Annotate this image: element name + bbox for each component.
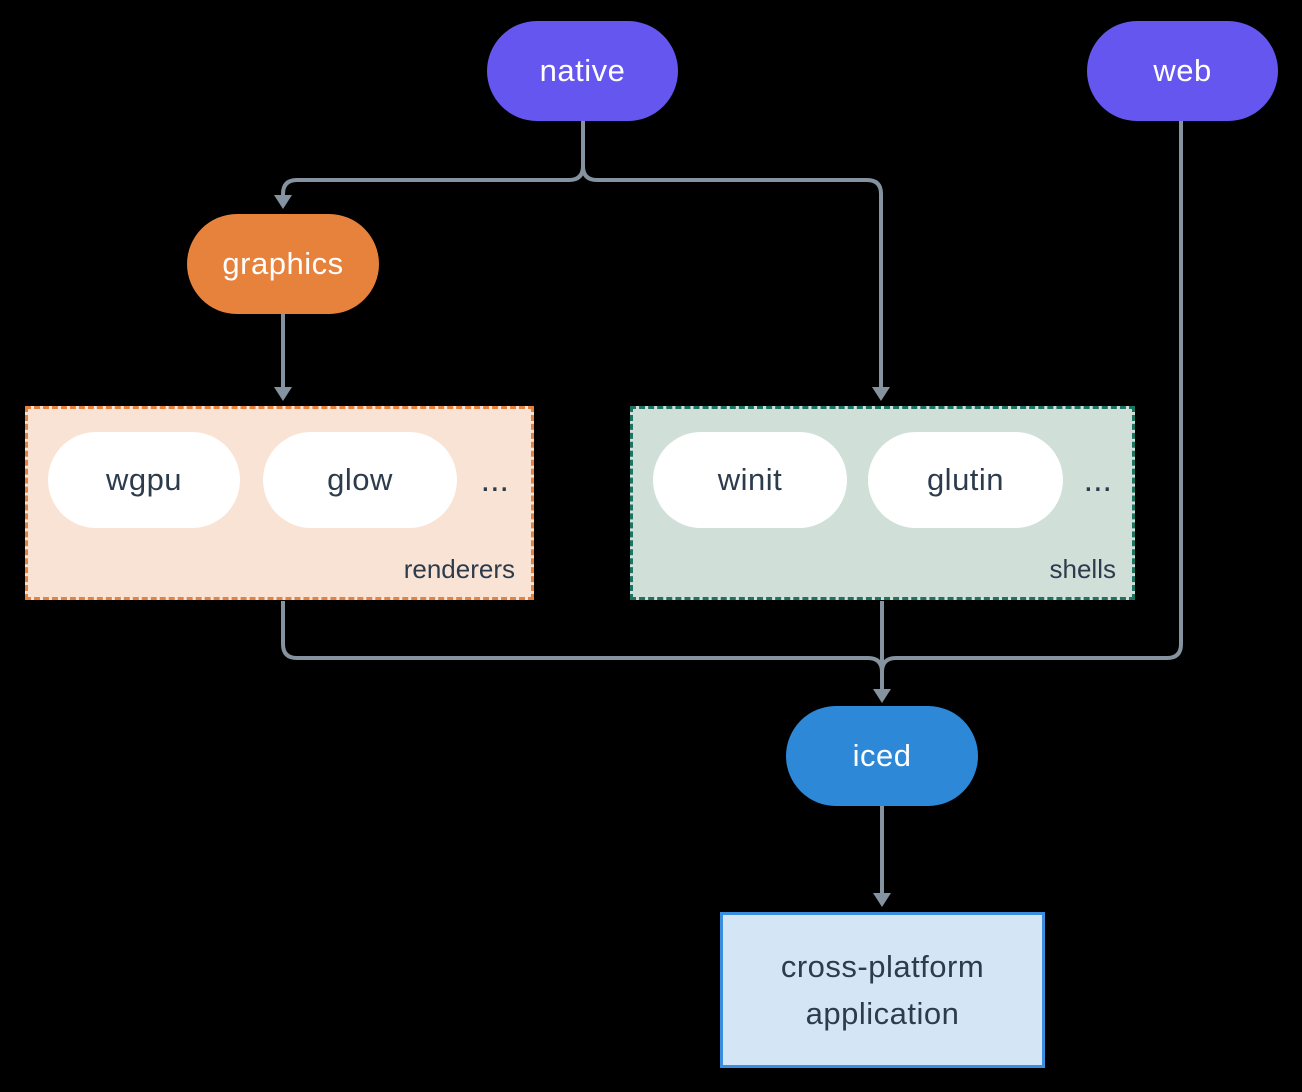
node-native-label: native (539, 53, 626, 88)
pill-winit: winit (653, 432, 847, 528)
edge-native-shells (581, 121, 883, 388)
pill-wgpu: wgpu (48, 432, 240, 528)
arrowhead-graphics (274, 195, 292, 209)
arrowhead-iced (873, 689, 891, 703)
pill-glow: glow (263, 432, 457, 528)
arrowhead-renderers (274, 387, 292, 401)
group-shells: winit glutin ... shells (630, 406, 1135, 600)
node-graphics: graphics (187, 214, 379, 314)
renderers-ellipsis: ... (480, 461, 509, 499)
node-web-label: web (1153, 53, 1212, 88)
arrowhead-shells (872, 387, 890, 401)
shells-caption: shells (1049, 554, 1116, 584)
pill-winit-label: winit (717, 462, 783, 497)
shells-ellipsis: ... (1083, 461, 1112, 499)
edge-renderers-iced (281, 601, 884, 673)
pill-glutin: glutin (868, 432, 1063, 528)
node-graphics-label: graphics (222, 246, 344, 281)
pill-glutin-label: glutin (926, 462, 1005, 497)
node-native: native (487, 21, 678, 121)
application-label-line1: cross-platform (780, 949, 985, 984)
node-web: web (1087, 21, 1278, 121)
node-iced-label: iced (852, 738, 912, 773)
arrowhead-application (873, 893, 891, 907)
pill-glow-label: glow (327, 462, 393, 497)
node-application: cross-platform application (720, 912, 1045, 1068)
group-renderers: wgpu glow ... renderers (25, 406, 534, 600)
pill-wgpu-label: wgpu (105, 462, 183, 497)
renderers-caption: renderers (403, 554, 515, 584)
edge-native-graphics (281, 121, 585, 196)
node-iced: iced (786, 706, 978, 806)
application-label-line2: application (805, 996, 960, 1031)
